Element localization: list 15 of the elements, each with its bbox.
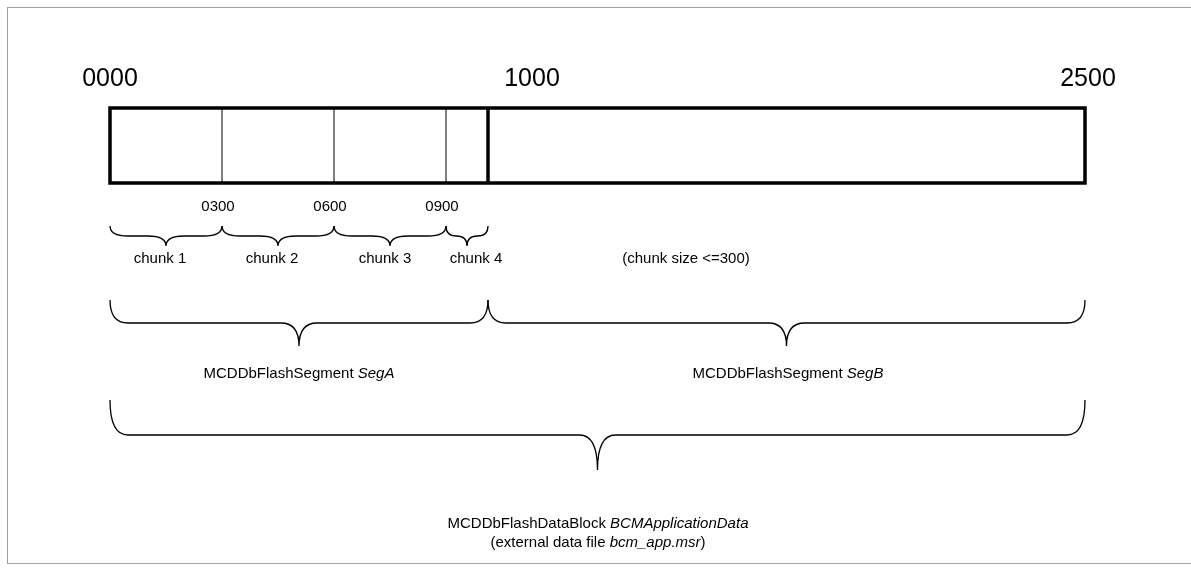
- chunk-label: chunk 1: [133, 249, 187, 268]
- data-block-label: MCDDbFlashDataBlock BCMApplicationData: [447, 514, 749, 533]
- chunk-label: chunk 2: [245, 249, 299, 268]
- chunk-label: chunk 4: [449, 249, 503, 268]
- segment-label: MCDDbFlashSegment SegB: [692, 364, 884, 383]
- address-label: 0300: [201, 197, 235, 216]
- address-label: 0600: [313, 197, 347, 216]
- note-text: (chunk size <=300): [622, 249, 750, 268]
- segment-label: MCDDbFlashSegment SegA: [203, 364, 395, 383]
- address-label: 0000: [82, 62, 138, 93]
- chunk-label: chunk 3: [358, 249, 412, 268]
- data-block-label: (external data file bcm_app.msr): [490, 533, 706, 552]
- address-label: 1000: [504, 62, 560, 93]
- address-label: 0900: [425, 197, 459, 216]
- address-label: 2500: [1060, 62, 1116, 93]
